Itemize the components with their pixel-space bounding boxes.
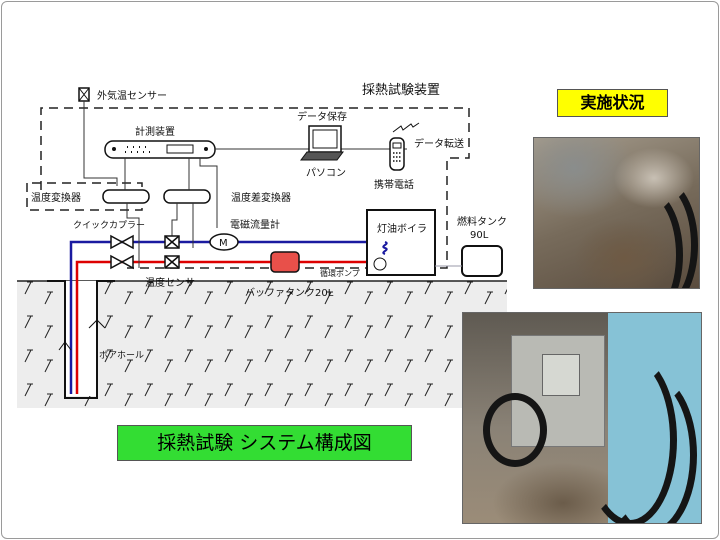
boiler-label: 灯油ボイラ (377, 222, 427, 235)
system-diagram: 外気温センサー 採熱試験装置 計測装置 データ保存 パソコン データ転送 携帯電… (17, 82, 507, 408)
temp-sensor-icon (164, 235, 180, 269)
outdoor-sensor-label: 外気温センサー (97, 89, 167, 102)
fuel-tank-volume: 90L (470, 230, 489, 241)
flowmeter-label: 電磁流量計 (230, 218, 280, 231)
hose (624, 178, 698, 288)
status-title: 実施状況 (557, 89, 668, 117)
test-apparatus-unit (511, 335, 605, 447)
temp-converter-label: 温度変換器 (31, 191, 81, 204)
circulation-pump-label: 循環ポンプ (320, 268, 360, 278)
diagram-caption: 採熱試験 システム構成図 (117, 425, 412, 461)
outdoor-sensor-icon (78, 87, 90, 102)
mobile-phone-icon (389, 122, 420, 171)
site-photo-apparatus (462, 312, 702, 524)
hose (483, 393, 547, 467)
buffer-tank-label: バッファタンク20L (245, 287, 334, 299)
buffer-tank-icon (270, 251, 300, 273)
circulation-pump-icon (373, 257, 387, 271)
borehole-label: ボアホール (99, 350, 144, 361)
quick-coupler-icon (110, 234, 134, 270)
flowmeter-icon (209, 233, 239, 251)
data-transfer-label: データ転送 (414, 137, 464, 150)
measurement-device-icon (104, 140, 216, 159)
return-line (69, 240, 385, 394)
site-photo-borehole (533, 137, 700, 289)
measurement-device-label: 計測装置 (135, 125, 175, 138)
pc-label: パソコン (306, 167, 346, 179)
laptop-icon (300, 125, 344, 161)
temp-sensor-label: 温度センサ (145, 276, 195, 289)
data-storage-label: データ保存 (297, 110, 347, 123)
fuel-tank-label: 燃料タンク (457, 215, 507, 228)
mobile-phone-label: 携帯電話 (374, 178, 414, 191)
temp-converter-icon (102, 189, 150, 204)
temp-diff-converter-label: 温度差変換器 (231, 191, 291, 204)
apparatus-label: 採熱試験装置 (362, 82, 440, 98)
hose (603, 373, 697, 523)
flowmeter-symbol: M (219, 238, 228, 249)
hose (609, 188, 683, 288)
fuel-tank-icon (461, 245, 503, 277)
quick-coupler-label: クイックカプラー (73, 220, 145, 231)
temp-diff-converter-icon (163, 189, 211, 204)
